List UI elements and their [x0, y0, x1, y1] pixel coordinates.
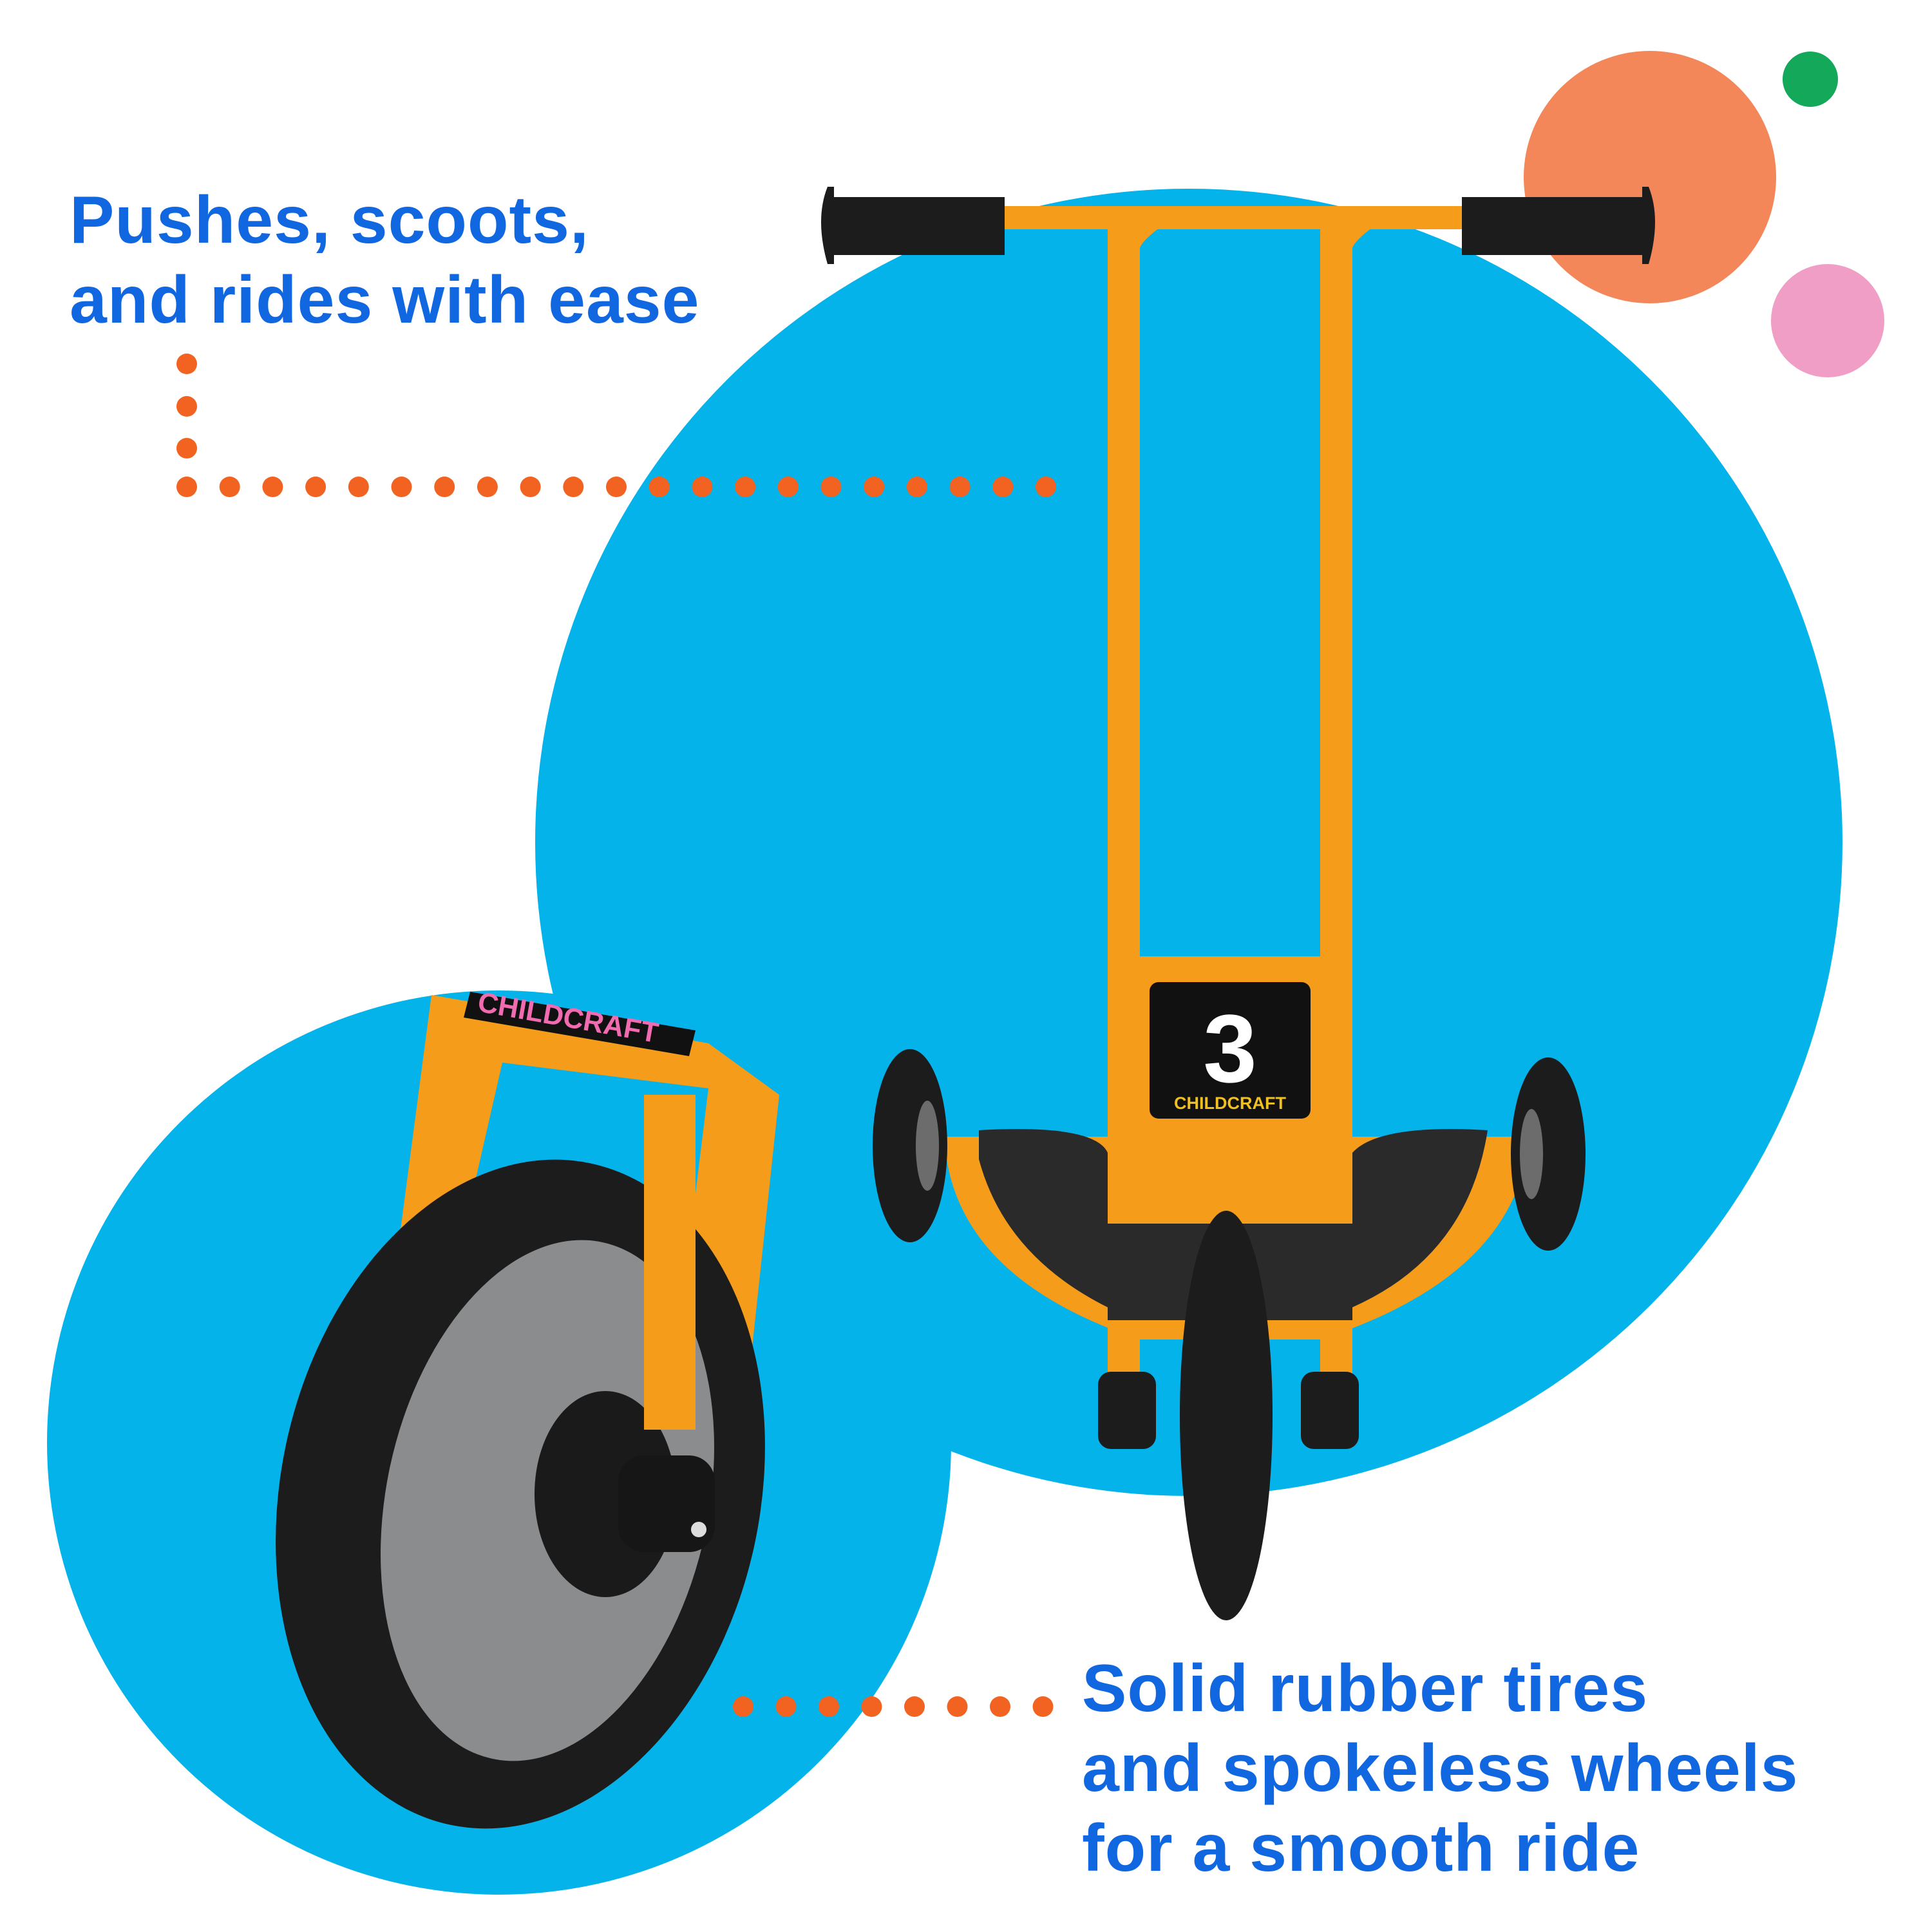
- callout-top-heading: Pushes, scoots, and rides with ease: [70, 180, 699, 340]
- connector-dot: [176, 354, 197, 374]
- wheel-closeup: CHILDCRAFT: [276, 987, 779, 1829]
- connector-dot: [864, 477, 885, 497]
- left-side-wheel: [873, 1049, 947, 1242]
- connector-dot: [176, 438, 197, 459]
- connector-dot: [434, 477, 455, 497]
- connector-dot: [1036, 477, 1056, 497]
- connector-dot: [906, 477, 927, 497]
- connector-dot: [606, 477, 627, 497]
- connector-dot: [733, 1696, 753, 1717]
- orange-accent-circle: [1524, 51, 1776, 303]
- right-grip: [1462, 187, 1655, 264]
- connector-dot: [947, 1696, 968, 1717]
- plate-brand: CHILDCRAFT: [1174, 1094, 1286, 1113]
- number-plate: [1150, 982, 1311, 1119]
- callout-top-line-2: and rides with ease: [70, 263, 700, 337]
- connector-dot: [477, 477, 498, 497]
- connector-dot: [176, 396, 197, 417]
- connector-dot: [904, 1696, 925, 1717]
- connector-dot: [1032, 1696, 1054, 1717]
- connector-dot: [520, 477, 541, 497]
- callout-bottom-line-1: Solid rubber tires: [1082, 1651, 1649, 1726]
- callout-top-line-1: Pushes, scoots,: [70, 183, 589, 258]
- connector-dot: [775, 1696, 797, 1717]
- dotted-connector-bottom: [733, 1696, 1054, 1717]
- front-wheel: [1180, 1211, 1273, 1620]
- connector-dot: [777, 477, 799, 497]
- handlebar: [992, 206, 1481, 229]
- connector-dot: [348, 477, 369, 497]
- connector-dot: [262, 477, 283, 497]
- connector-dot: [820, 477, 842, 497]
- pink-accent-dot: [1771, 264, 1884, 377]
- plate-number: 3: [1203, 994, 1256, 1103]
- connector-dot: [861, 1696, 882, 1717]
- connector-dot: [176, 477, 197, 497]
- connector-dot: [949, 477, 971, 497]
- callout-bottom-heading: Solid rubber tires and spokeless wheels …: [1082, 1649, 1799, 1888]
- callout-bottom-line-3: for a smooth ride: [1082, 1811, 1640, 1886]
- connector-dot: [563, 477, 584, 497]
- connector-dot: [992, 477, 1014, 497]
- connector-dot: [219, 477, 240, 497]
- right-side-wheel: [1511, 1057, 1586, 1251]
- connector-dot: [391, 477, 412, 497]
- connector-dot: [990, 1696, 1010, 1717]
- connector-dot: [649, 477, 670, 497]
- connector-dot: [692, 477, 713, 497]
- connector-dot: [819, 1696, 839, 1717]
- green-accent-dot: [1783, 52, 1838, 107]
- callout-bottom-line-2: and spokeless wheels: [1082, 1731, 1799, 1806]
- connector-dot: [305, 477, 327, 497]
- dotted-connector-top: [176, 354, 1056, 497]
- connector-dot: [735, 477, 756, 497]
- left-grip: [821, 187, 1005, 264]
- scooter: 3 CHILDCRAFT: [821, 187, 1655, 1620]
